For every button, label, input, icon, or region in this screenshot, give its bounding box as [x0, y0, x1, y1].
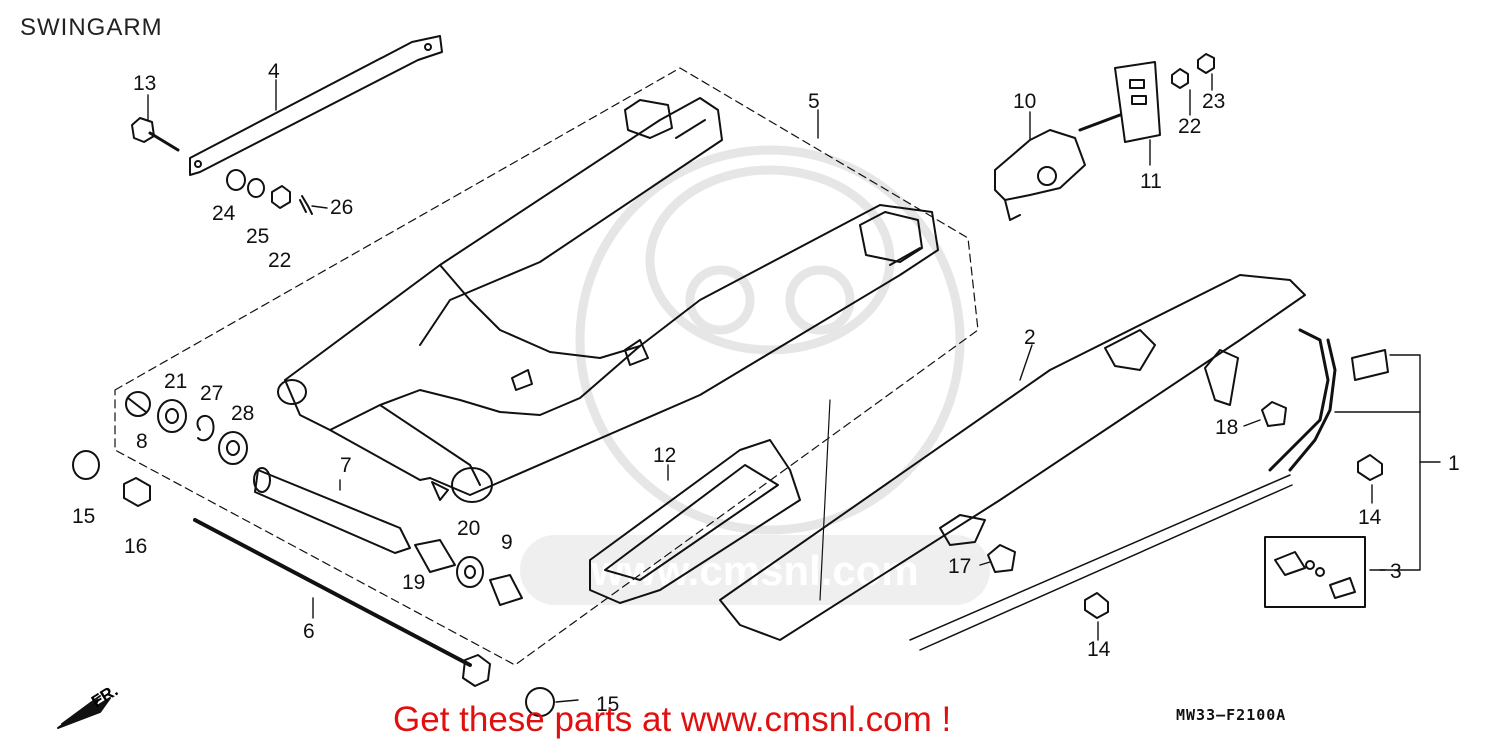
label-23: 23 — [1202, 90, 1225, 113]
label-25: 25 — [246, 225, 269, 248]
part-9-collar — [489, 574, 523, 606]
label-9: 9 — [501, 531, 513, 554]
part-12-chain-slider — [589, 439, 801, 604]
label-7: 7 — [340, 454, 352, 477]
label-20: 20 — [457, 517, 480, 540]
part-18-grommet — [1261, 401, 1287, 427]
label-14-bottom: 14 — [1087, 638, 1111, 661]
part-21-seal — [157, 399, 187, 433]
label-15-left: 15 — [72, 505, 95, 528]
part-11-plate — [1114, 61, 1161, 143]
label-2: 2 — [1024, 326, 1036, 349]
label-12: 12 — [653, 444, 676, 467]
label-17: 17 — [948, 555, 971, 578]
label-28: 28 — [231, 402, 254, 425]
part-4-strap — [189, 35, 443, 176]
front-direction-arrow — [57, 695, 111, 729]
promo-link[interactable]: Get these parts at www.cmsnl.com ! — [393, 700, 952, 739]
part-19-collar — [414, 539, 456, 573]
part-10-bracket — [994, 113, 1122, 221]
label-18: 18 — [1215, 416, 1238, 439]
label-3: 3 — [1390, 560, 1402, 583]
part-15-cap-left — [72, 450, 100, 480]
leader-lines — [147, 73, 1441, 703]
callout-numbers: 1 2 3 4 5 6 7 8 9 10 11 12 13 14 14 15 1… — [72, 60, 1460, 716]
label-8: 8 — [136, 430, 148, 453]
part-8-collar — [125, 391, 151, 417]
part-15-cap-bottom — [525, 687, 555, 717]
part-23-nut — [1197, 53, 1215, 74]
label-14-right: 14 — [1358, 506, 1382, 529]
part-16-nut — [123, 477, 151, 507]
label-11: 11 — [1140, 170, 1162, 193]
part-14-cap-nut-bottom — [1084, 592, 1109, 619]
label-15-bottom: 15 — [596, 693, 619, 716]
part-1-label-plate — [1351, 349, 1389, 381]
part-7-collar — [253, 467, 411, 554]
part-28-bearing — [218, 431, 248, 465]
part-25-washer — [247, 178, 265, 198]
diagram-code: MW33–F2100A — [1176, 706, 1287, 724]
label-21: 21 — [164, 370, 187, 393]
part-24-washer — [226, 169, 246, 191]
part-22-nut — [271, 185, 291, 209]
swingarm-group-outline — [114, 67, 979, 666]
label-27: 27 — [200, 382, 223, 405]
part-20-bearing — [456, 556, 484, 588]
label-22-left: 22 — [268, 249, 291, 272]
label-1: 1 — [1448, 452, 1460, 475]
part-27-circlip — [196, 414, 215, 442]
part-22-nut-upper — [1171, 68, 1189, 89]
label-22-right: 22 — [1178, 115, 1201, 138]
label-26: 26 — [330, 196, 353, 219]
label-24: 24 — [212, 202, 236, 225]
svg-text:www.cmsnl.com: www.cmsnl.com — [590, 547, 919, 594]
page-title: SWINGARM — [20, 14, 163, 41]
swingarm-body — [277, 97, 939, 503]
label-5: 5 — [808, 90, 820, 113]
part-1-drive-chain — [1268, 328, 1337, 472]
part-13-bolt — [131, 117, 180, 152]
part-14-cap-nut-right — [1357, 454, 1383, 481]
part-6-pivot-bolt — [193, 518, 491, 687]
part-2-chain-case — [719, 274, 1306, 641]
label-4: 4 — [268, 60, 280, 83]
part-3-joint-set — [1264, 536, 1366, 608]
part-17-grommet — [987, 544, 1016, 573]
label-16: 16 — [124, 535, 147, 558]
chain-guide-lines — [909, 474, 1293, 651]
label-19: 19 — [402, 571, 425, 594]
part-26-pin — [299, 195, 313, 215]
label-6: 6 — [303, 620, 315, 643]
label-13: 13 — [133, 72, 156, 95]
label-10: 10 — [1013, 90, 1036, 113]
